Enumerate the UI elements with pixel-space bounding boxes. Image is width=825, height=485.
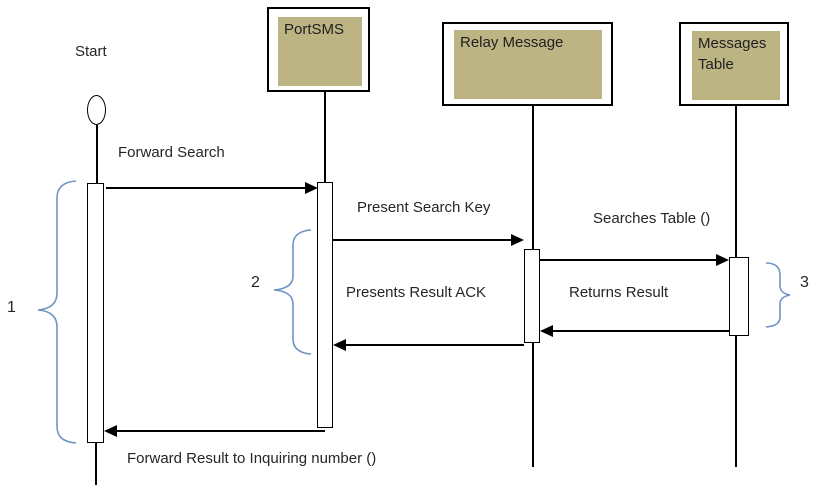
arrowhead-right-icon xyxy=(511,234,524,246)
lifeline-messages-upper xyxy=(735,106,737,258)
arrow-line-forward-search xyxy=(106,187,306,189)
arrowhead-left-icon xyxy=(333,339,346,351)
actor-box-messages-table: Messages Table xyxy=(679,22,789,106)
actor-label-start: Start xyxy=(75,43,107,60)
lifeline-start-upper xyxy=(96,125,98,183)
message-label-returns-result: Returns Result xyxy=(569,284,669,301)
annotation-number-2: 2 xyxy=(251,274,260,291)
message-label-forward-result: Forward Result to Inquiring number () xyxy=(127,450,377,467)
message-label-searches-table: Searches Table () xyxy=(593,210,711,227)
arrow-line-forward-result xyxy=(116,430,325,432)
activation-bar-start xyxy=(87,183,104,443)
activation-bar-portsms xyxy=(317,182,333,428)
arrow-line-presents-result-ack xyxy=(345,344,524,346)
actor-box-portsms: PortSMS xyxy=(267,7,370,92)
lifeline-portsms xyxy=(324,92,326,183)
actor-label-messages-table: Messages Table xyxy=(692,31,780,100)
activation-bar-messages xyxy=(729,257,749,336)
lifeline-start-lower xyxy=(95,443,97,485)
arrow-line-present-search-key xyxy=(333,239,512,241)
arrowhead-left-icon xyxy=(104,425,117,437)
arrow-line-searches-table xyxy=(540,259,717,261)
arrowhead-right-icon xyxy=(305,182,318,194)
arrowhead-right-icon xyxy=(716,254,729,266)
lifeline-relay-upper xyxy=(532,106,534,250)
middle-brace-icon xyxy=(273,229,312,355)
actor-oval-start xyxy=(87,95,106,125)
left-brace-icon xyxy=(37,180,77,444)
message-label-presents-result-ack: Presents Result ACK xyxy=(346,284,487,301)
message-label-present-search-key: Present Search Key xyxy=(357,199,491,216)
right-brace-icon xyxy=(765,262,791,328)
lifeline-relay-lower xyxy=(532,343,534,467)
lifeline-messages-lower xyxy=(735,336,737,467)
actor-box-relay-message: Relay Message xyxy=(442,22,613,106)
arrow-line-returns-result xyxy=(552,330,729,332)
actor-label-portsms: PortSMS xyxy=(278,17,362,86)
annotation-number-3: 3 xyxy=(800,274,809,291)
message-label-forward-search: Forward Search xyxy=(118,144,225,161)
arrowhead-left-icon xyxy=(540,325,553,337)
activation-bar-relay xyxy=(524,249,540,343)
annotation-number-1: 1 xyxy=(7,299,16,316)
actor-label-relay-message: Relay Message xyxy=(454,30,602,99)
